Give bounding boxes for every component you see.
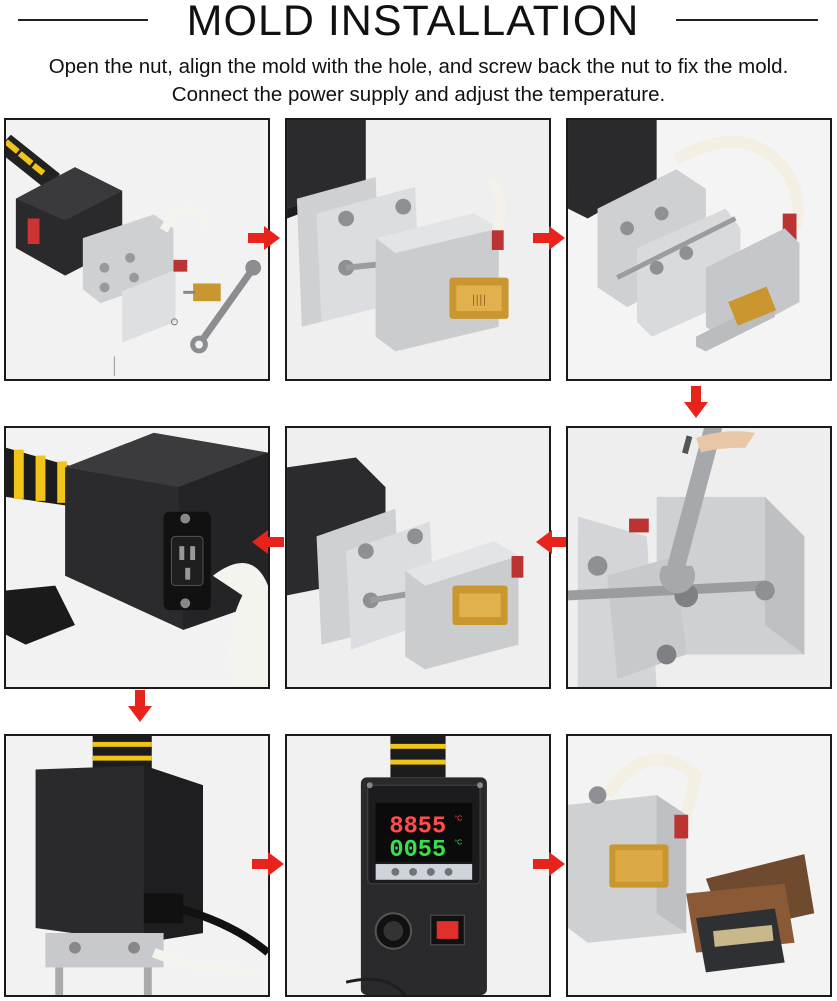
flow-arrow-3: [684, 386, 708, 418]
actual-temperature-readout: 0055: [389, 837, 446, 864]
brass-stamp: [452, 585, 508, 625]
mold-holder-assembled: [597, 169, 800, 352]
flow-arrow-2: [533, 226, 565, 250]
header: MOLD INSTALLATION: [0, 0, 837, 45]
power-plug: [6, 585, 75, 645]
leather-sample: [686, 854, 815, 973]
actual-temperature-unit: °C: [454, 838, 462, 846]
heat-press-handle: [6, 134, 61, 189]
step-9-photo: [566, 734, 832, 997]
brass-stamp: [183, 283, 221, 302]
flow-arrow-7: [128, 690, 152, 722]
instructions-text: Open the nut, align the mold with the ho…: [48, 55, 789, 106]
flow-arrow-6: [252, 530, 284, 554]
aluminum-block: [656, 496, 805, 655]
step-8-photo: 8855 °C 0055 °C: [285, 734, 551, 997]
brass-stamp: [609, 844, 669, 888]
step-3-photo: [566, 118, 832, 381]
svg-text:||||: ||||: [472, 293, 487, 306]
wrench: [190, 259, 262, 354]
title-divider-right: [676, 19, 818, 21]
heat-press-handle: [390, 736, 446, 778]
fuse-holder: [374, 912, 413, 950]
up-button-icon: [444, 867, 453, 876]
down-button-icon: [426, 867, 435, 876]
step-6-photo: [4, 426, 270, 689]
set-temperature-readout: 8855: [389, 814, 446, 841]
mold-holder: [82, 204, 212, 377]
step-2-photo: ||||: [285, 118, 551, 381]
heat-press-handle: [92, 736, 152, 770]
power-socket: [163, 511, 211, 611]
flow-arrow-9: [533, 852, 565, 876]
step-5-photo: [285, 426, 551, 689]
brass-stamp: ||||: [449, 277, 509, 319]
flow-arrow-8: [252, 852, 284, 876]
step-1-photo: [4, 118, 270, 381]
flow-arrow-5: [536, 530, 568, 554]
controller-buttons: [375, 864, 473, 880]
step-4-photo: [566, 426, 832, 689]
press-base: [45, 932, 263, 995]
title-divider-left: [18, 19, 148, 21]
set-button-icon: [391, 867, 400, 876]
page-title: MOLD INSTALLATION: [186, 0, 640, 45]
set-temperature-unit: °C: [454, 815, 462, 823]
left-button-icon: [409, 867, 418, 876]
temperature-display: 8855 °C 0055 °C: [375, 802, 473, 864]
power-switch: [430, 914, 465, 946]
flow-arrow-1: [248, 226, 280, 250]
power-cable: [143, 893, 268, 956]
step-7-photo: [4, 734, 270, 997]
brass-stamp: [728, 286, 777, 326]
heat-press-handle: [6, 447, 75, 507]
